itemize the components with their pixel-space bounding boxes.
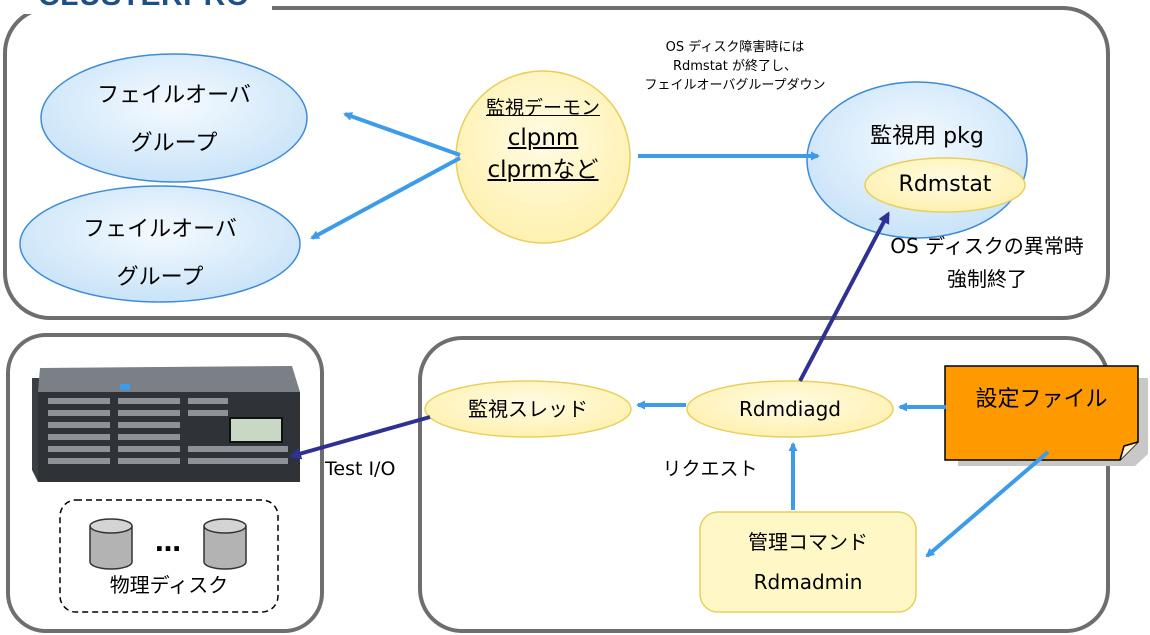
clusterpro-frame — [3, 6, 1110, 320]
failover-group-ellipse-2 — [19, 185, 301, 303]
storage-frame — [6, 333, 324, 633]
monitor-daemon-label: 監視デーモン clpnm clprmなど — [485, 97, 600, 183]
clusterpro-title: CLUSTERPRO — [20, 0, 272, 14]
physical-disk-label: 物理ディスク — [109, 573, 229, 597]
config-file-label: 設定ファイル — [975, 387, 1108, 412]
admin-command-label: 管理コマンド Rdmadmin — [748, 530, 868, 594]
disk-ellipsis: … — [155, 528, 181, 558]
storage-server-illustration — [32, 366, 300, 482]
arrow-rdmdiagd-to-rdmstat — [798, 211, 890, 382]
disk-cylinder-2 — [203, 518, 247, 570]
rdmdiagd-ellipse — [686, 380, 894, 438]
admin-command-box — [699, 511, 917, 613]
failover-group-label-1: フェイルオーバ グループ — [97, 83, 251, 156]
failover-group-label-2: フェイルオーバ グループ — [83, 217, 237, 290]
disk-cylinder-1 — [89, 518, 133, 570]
monitor-thread-ellipse — [424, 380, 632, 438]
arrow-daemon-to-group1 — [343, 112, 461, 157]
arrow-daemon-to-group2 — [310, 156, 461, 240]
rdmdiagd-label: Rdmdiagd — [739, 397, 841, 421]
monitor-daemon-ellipse — [455, 70, 631, 244]
rdmstat-ellipse — [864, 157, 1026, 213]
rdm-frame — [418, 336, 1110, 633]
request-label: リクエスト — [662, 458, 758, 480]
config-file-note — [944, 365, 1148, 466]
arrow-thread-to-storage — [289, 415, 431, 460]
test-io-label: Test I/O — [325, 458, 396, 480]
os-disk-abnormal-note: OS ディスクの異常時 強制終了 — [890, 234, 1084, 291]
failover-group-ellipse-1 — [40, 53, 308, 183]
monitor-pkg-label: 監視用 pkg — [870, 124, 984, 149]
os-disk-failure-note: OS ディスク障害時には Rdmstat が終了し、 フェイルオーバグループダウ… — [644, 40, 826, 93]
rdmstat-label: Rdmstat — [898, 172, 992, 197]
physical-disk-group — [59, 499, 279, 613]
monitor-thread-label: 監視スレッド — [468, 397, 588, 421]
arrow-config-to-admin — [925, 450, 1050, 558]
